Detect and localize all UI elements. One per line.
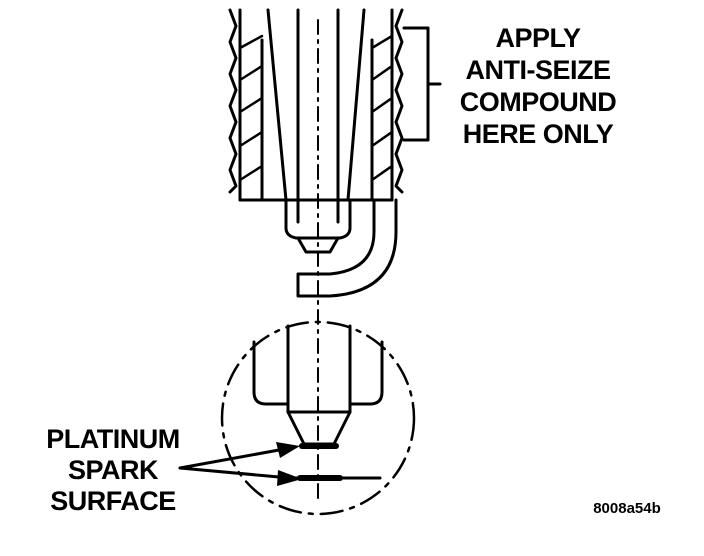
left-thread [228, 8, 238, 194]
anti-seize-line-4: HERE ONLY [462, 119, 614, 149]
anti-seize-callout: APPLY ANTI-SEIZE COMPOUND HERE ONLY [438, 22, 638, 150]
detail-circle [220, 320, 416, 516]
right-thread [394, 8, 404, 194]
figure-code: 8008a54b [593, 500, 661, 517]
platinum-line-2: SPARK [67, 455, 159, 485]
insulator-left [266, 8, 288, 202]
platinum-line-1: PLATINUM [46, 424, 180, 454]
arrowhead-upper [276, 442, 300, 458]
platinum-callout: PLATINUM SPARK SURFACE [20, 424, 206, 517]
ground-electrode [296, 198, 398, 298]
anti-seize-line-3: COMPOUND [459, 87, 617, 117]
arrow-lower [178, 466, 292, 480]
anti-seize-bracket [402, 26, 430, 142]
platinum-line-3: SURFACE [50, 486, 176, 516]
anti-seize-line-2: ANTI-SEIZE [465, 55, 611, 85]
anti-seize-line-1: APPLY [495, 23, 581, 53]
detail-insulator-right [348, 340, 384, 406]
insulator-right [346, 8, 366, 202]
arrow-upper [178, 446, 292, 470]
arrowhead-lower [277, 470, 302, 486]
detail-insulator-left [252, 340, 290, 406]
